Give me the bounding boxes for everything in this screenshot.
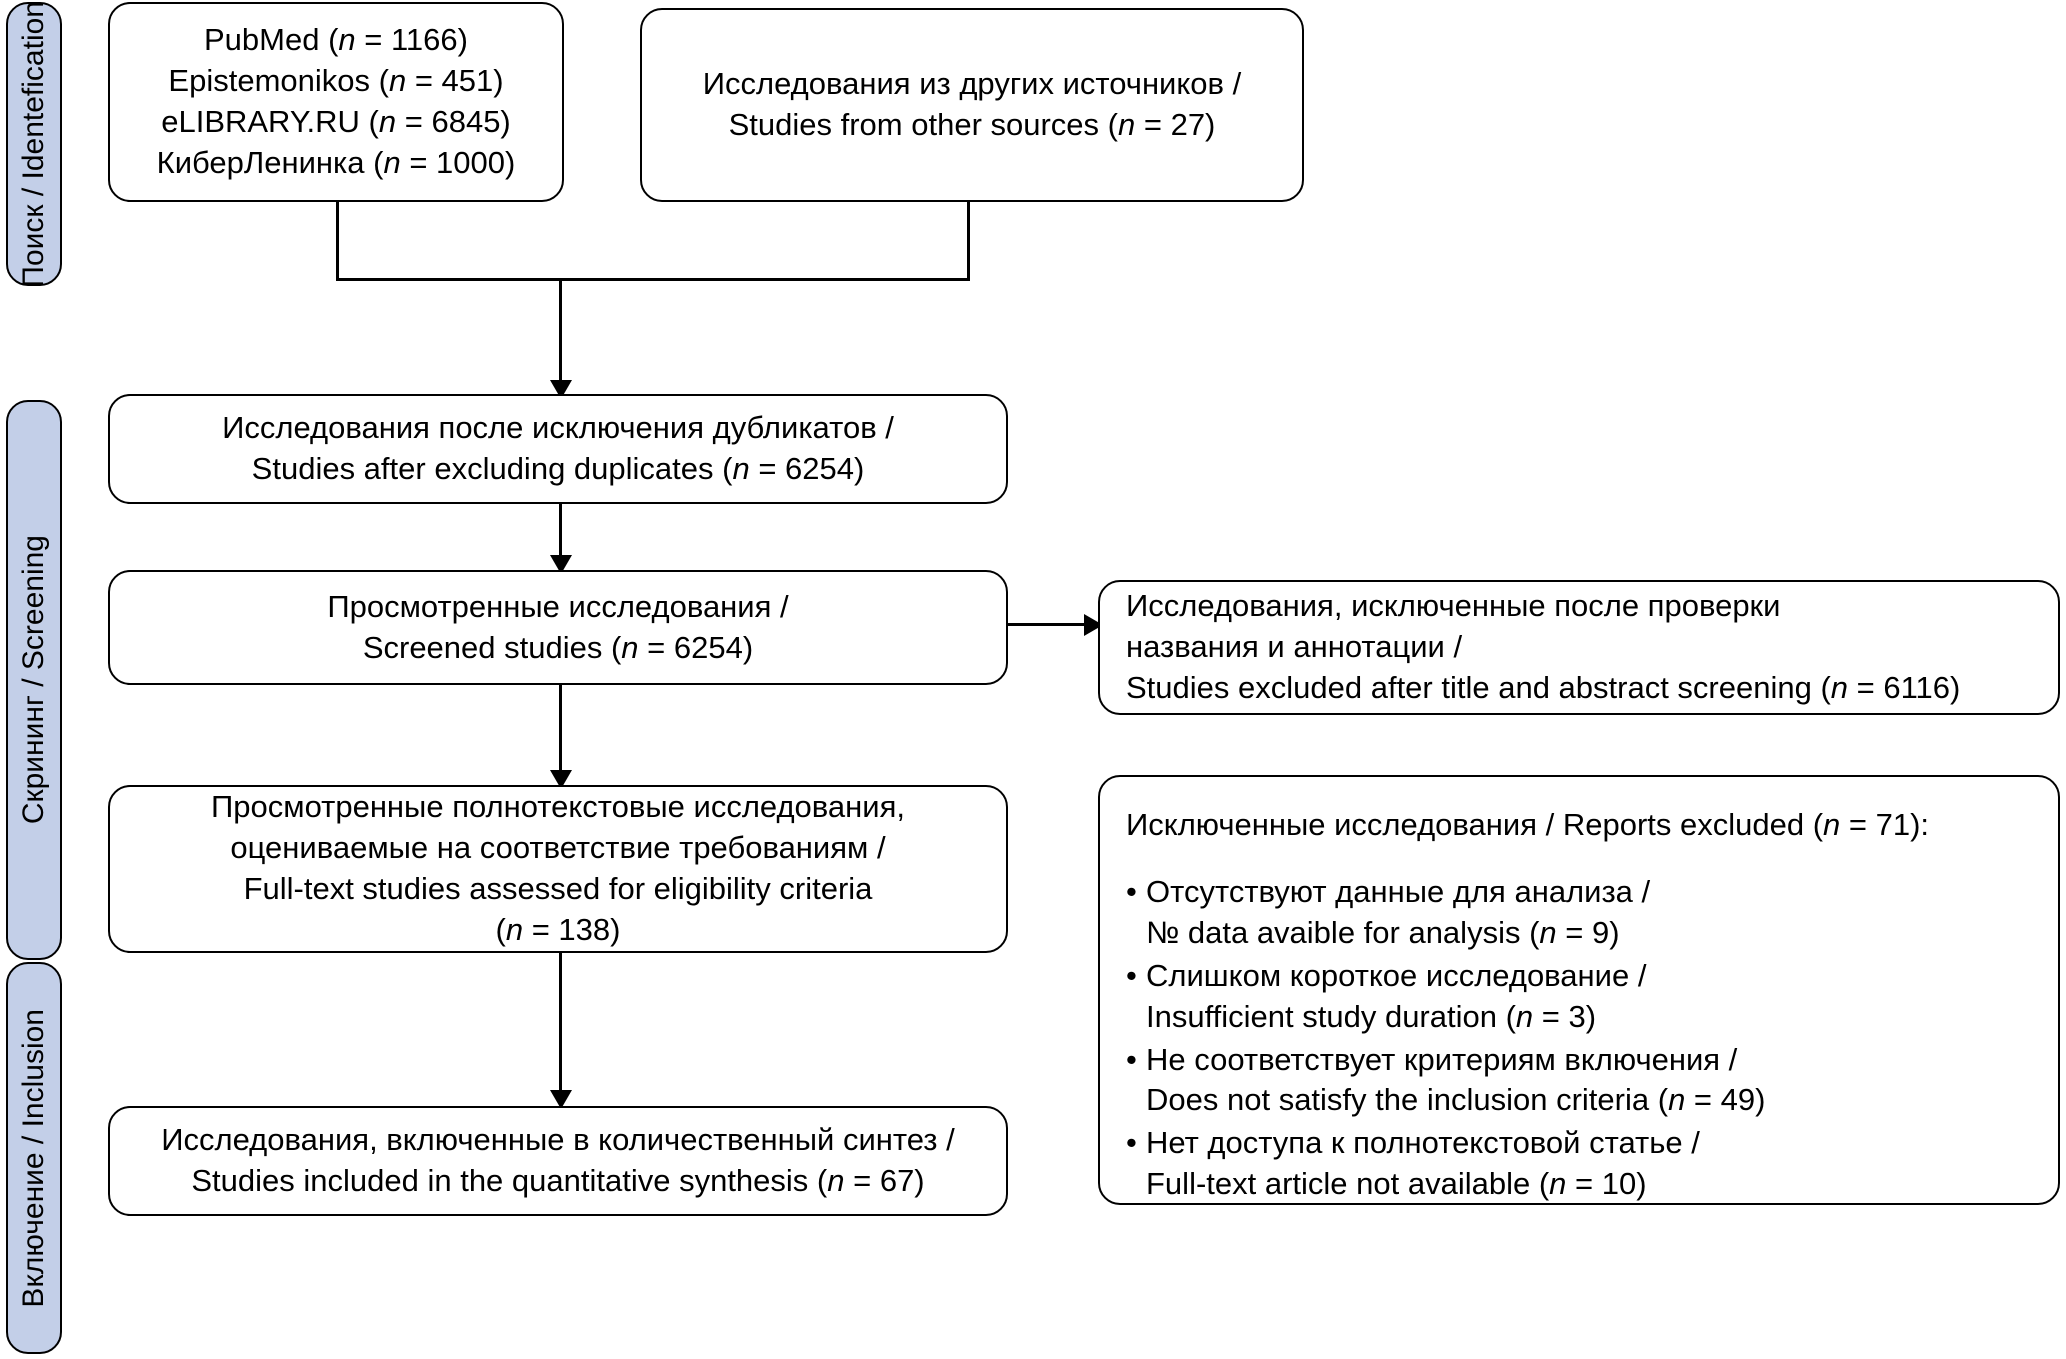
reports-excluded-list: • Отсутствуют данные для анализа / № dat… [1126, 872, 1765, 1207]
reason-4-en: Full-text article not available (n = 10) [1146, 1166, 1647, 1202]
box-reports-excluded: Исключенные исследования / Reports exclu… [1098, 775, 2060, 1205]
after-duplicates-line-1: Исследования после исключения дубликатов… [222, 410, 894, 446]
arrow-to-fulltext [550, 770, 572, 789]
list-item: • Слишком короткое исследование / Insuff… [1126, 956, 1765, 1038]
bullet-icon: • [1126, 1041, 1137, 1077]
connector-screened-to-fulltext [559, 685, 562, 785]
phase-label-inclusion: Включение / Inclusion [17, 1008, 50, 1308]
phase-bar-identification: Поиск / Identefication [6, 0, 62, 288]
bullet-icon: • [1126, 1125, 1137, 1161]
fulltext-line-2: оцениваемые на соответствие требованиям … [230, 830, 886, 866]
reason-3-en: Does not satisfy the inclusion criteria … [1146, 1082, 1766, 1118]
connector-fulltext-to-included [559, 953, 562, 1105]
bullet-icon: • [1126, 873, 1137, 909]
reason-1-en: № data avaible for analysis (n = 9) [1146, 914, 1620, 950]
list-item: • Не соответствует критериям включения /… [1126, 1040, 1765, 1122]
phase-label-screening: Скрининг / Screening [17, 535, 50, 825]
connector-sources-down [336, 200, 339, 280]
included-line-1: Исследования, включенные в количественны… [161, 1122, 955, 1158]
reason-1-ru: Отсутствуют данные для анализа / [1146, 873, 1651, 909]
connector-other-sources-down [967, 200, 970, 280]
box-sources: PubMed (n = 1166) Epistemonikos (n = 451… [108, 2, 564, 202]
bullet-icon: • [1126, 957, 1137, 993]
connector-duplicates-to-screened [559, 504, 562, 569]
connector-merge-down [559, 278, 562, 388]
connector-merge-horizontal [336, 278, 970, 281]
fulltext-line-1: Просмотренные полнотекстовые исследовани… [211, 789, 905, 825]
reports-excluded-heading: Исключенные исследования / Reports exclu… [1126, 807, 1930, 842]
sources-line-4: КиберЛенинка (n = 1000) [156, 144, 516, 180]
screened-line-2: Screened studies (n = 6254) [362, 629, 754, 665]
other-sources-line-2: Studies from other sources (n = 27) [728, 107, 1216, 142]
excluded-screening-line-2: названия и аннотации / [1126, 629, 1463, 665]
fulltext-line-4: (n = 138) [495, 911, 621, 947]
excluded-screening-line-3: Studies excluded after title and abstrac… [1126, 669, 1961, 705]
arrow-to-screened [550, 555, 572, 574]
box-after-duplicates: Исследования после исключения дубликатов… [108, 394, 1008, 504]
other-sources-line-1: Исследования из других источников / [702, 66, 1242, 102]
after-duplicates-line-2: Studies after excluding duplicates (n = … [251, 451, 865, 486]
reason-4-ru: Нет доступа к полнотекстовой статье / [1146, 1125, 1700, 1161]
phase-bar-screening: Скрининг / Screening [6, 400, 62, 960]
box-included: Исследования, включенные в количественны… [108, 1106, 1008, 1216]
sources-line-1: PubMed (n = 1166) [204, 22, 468, 58]
box-excluded-screening: Исследования, исключенные после проверки… [1098, 580, 2060, 715]
arrow-to-included [550, 1090, 572, 1109]
screened-line-1: Просмотренные исследования / [327, 588, 789, 624]
reason-2-ru: Слишком короткое исследование / [1146, 957, 1647, 993]
phase-bar-inclusion: Включение / Inclusion [6, 962, 62, 1354]
list-item: • Нет доступа к полнотекстовой статье / … [1126, 1123, 1765, 1205]
included-line-2: Studies included in the quantitative syn… [191, 1163, 925, 1198]
excluded-screening-line-1: Исследования, исключенные после проверки [1126, 588, 1781, 624]
box-screened: Просмотренные исследования / Screened st… [108, 570, 1008, 685]
sources-line-2: Epistemonikos (n = 451) [168, 63, 504, 99]
box-fulltext-assessed: Просмотренные полнотекстовые исследовани… [108, 785, 1008, 953]
sources-line-3: eLIBRARY.RU (n = 6845) [161, 104, 511, 139]
list-item: • Отсутствуют данные для анализа / № dat… [1126, 872, 1765, 954]
fulltext-line-3: Full-text studies assessed for eligibili… [243, 871, 873, 906]
phase-label-identification: Поиск / Identefication [17, 0, 50, 288]
connector-screened-to-excluded [1006, 623, 1098, 626]
reason-2-en: Insufficient study duration (n = 3) [1146, 998, 1597, 1034]
box-other-sources: Исследования из других источников / Stud… [640, 8, 1304, 202]
reason-3-ru: Не соответствует критериям включения / [1146, 1041, 1738, 1077]
